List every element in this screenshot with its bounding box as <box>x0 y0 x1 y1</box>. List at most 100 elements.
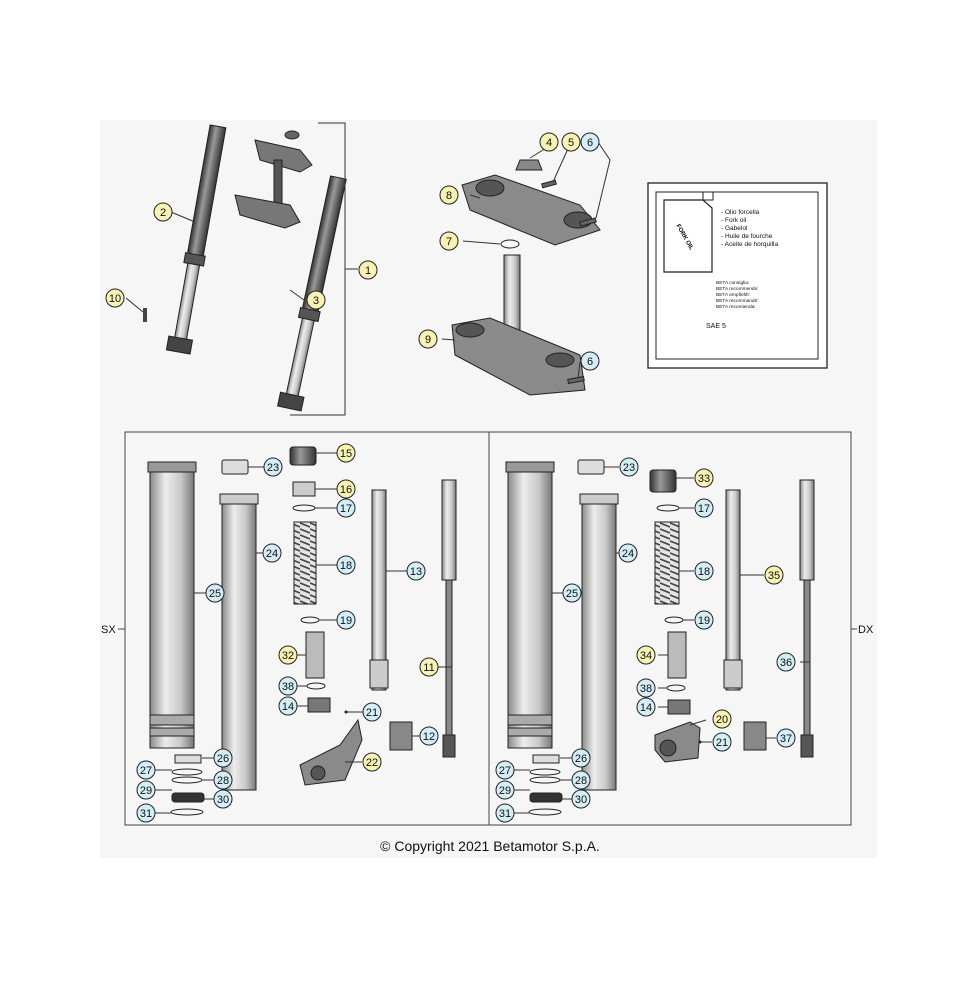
dx-callout-35: 35 <box>764 565 784 585</box>
svg-text:18: 18 <box>340 560 352 572</box>
oil-name-es: - Aceite de horquilla <box>721 241 778 248</box>
svg-text:20: 20 <box>716 714 728 726</box>
svg-text:8: 8 <box>446 190 452 202</box>
sx-callout-30: 30 <box>213 789 233 809</box>
top-callout-1: 1 <box>358 260 378 280</box>
svg-text:14: 14 <box>282 701 294 713</box>
svg-text:19: 19 <box>698 615 710 627</box>
svg-text:32: 32 <box>282 650 294 662</box>
oil-name-de: - Gabelol <box>721 225 748 232</box>
svg-text:24: 24 <box>266 548 278 560</box>
sx-callout-32: 32 <box>278 645 298 665</box>
oil-grade: SAE 5 <box>706 323 726 330</box>
svg-text:7: 7 <box>446 236 452 248</box>
recommend-es: BETA recomienda: <box>716 304 756 310</box>
svg-text:28: 28 <box>575 775 587 787</box>
svg-text:12: 12 <box>423 731 435 743</box>
svg-text:33: 33 <box>698 473 710 485</box>
svg-text:30: 30 <box>575 794 587 806</box>
svg-text:3: 3 <box>313 295 319 307</box>
sx-callout-19: 19 <box>336 610 356 630</box>
sx-callout-22: 22 <box>362 752 382 772</box>
sx-callout-38: 38 <box>278 676 298 696</box>
dx-callout-14: 14 <box>636 697 656 717</box>
svg-text:1: 1 <box>365 265 371 277</box>
svg-text:38: 38 <box>282 681 294 693</box>
sx-callout-12: 12 <box>419 726 439 746</box>
svg-text:27: 27 <box>499 765 511 777</box>
sx-callout-23: 23 <box>263 457 283 477</box>
recommend-en: BETA recommends: <box>716 286 758 292</box>
sx-callout-31: 31 <box>136 803 156 823</box>
top-callout-4: 4 <box>539 132 559 152</box>
sx-callout-13: 13 <box>406 561 426 581</box>
sx-callout-21: 21 <box>362 702 382 722</box>
recommend-de: BETA empfiehlt: <box>716 292 750 298</box>
dx-callout-38: 38 <box>636 678 656 698</box>
svg-text:16: 16 <box>340 484 352 496</box>
dx-callout-18: 18 <box>694 561 714 581</box>
oil-can-icon <box>663 199 713 273</box>
dx-callout-20: 20 <box>712 709 732 729</box>
dx-callout-36: 36 <box>776 652 796 672</box>
svg-text:23: 23 <box>623 462 635 474</box>
right-leg-parts <box>505 459 815 816</box>
oil-name-fr: - Huile de fourche <box>721 233 773 240</box>
top-callout-6: 6 <box>580 351 600 371</box>
svg-text:2: 2 <box>160 207 166 219</box>
dx-callout-37: 37 <box>776 728 796 748</box>
recommend-it: BETA consiglia: <box>716 280 749 286</box>
top-callout-7: 7 <box>439 231 459 251</box>
svg-text:22: 22 <box>366 757 378 769</box>
dx-callout-28: 28 <box>571 770 591 790</box>
svg-text:21: 21 <box>366 707 378 719</box>
svg-text:30: 30 <box>217 794 229 806</box>
sx-callout-15: 15 <box>336 443 356 463</box>
sx-callout-14: 14 <box>278 696 298 716</box>
dx-callout-25: 25 <box>562 583 582 603</box>
svg-text:25: 25 <box>209 588 221 600</box>
sx-callout-28: 28 <box>213 770 233 790</box>
svg-text:28: 28 <box>217 775 229 787</box>
svg-text:19: 19 <box>340 615 352 627</box>
svg-text:4: 4 <box>546 137 552 149</box>
fork-assembly-overview <box>125 122 358 416</box>
svg-text:23: 23 <box>267 462 279 474</box>
dx-callout-26: 26 <box>571 748 591 768</box>
dx-callout-29: 29 <box>495 780 515 800</box>
triple-clamp-parts <box>441 141 611 396</box>
top-callout-2: 2 <box>153 202 173 222</box>
sx-callout-16: 16 <box>336 479 356 499</box>
oil-name-en: - Fork oil <box>721 217 747 224</box>
svg-text:29: 29 <box>140 785 152 797</box>
svg-text:9: 9 <box>425 334 431 346</box>
svg-text:35: 35 <box>768 570 780 582</box>
sx-callout-29: 29 <box>136 780 156 800</box>
side-left-label: SX <box>101 624 116 636</box>
svg-text:27: 27 <box>140 765 152 777</box>
svg-text:18: 18 <box>698 566 710 578</box>
svg-text:37: 37 <box>780 733 792 745</box>
svg-text:15: 15 <box>340 448 352 460</box>
svg-text:21: 21 <box>716 737 728 749</box>
copyright-text: © Copyright 2021 Betamotor S.p.A. <box>380 838 600 854</box>
recommend-fr: BETA recommandé: <box>716 298 759 304</box>
svg-text:26: 26 <box>575 753 587 765</box>
dx-callout-21: 21 <box>712 732 732 752</box>
sx-callout-26: 26 <box>213 748 233 768</box>
svg-text:6: 6 <box>587 137 593 149</box>
top-callout-3: 3 <box>306 290 326 310</box>
svg-text:5: 5 <box>568 137 574 149</box>
svg-text:38: 38 <box>640 683 652 695</box>
top-callout-5: 5 <box>561 132 581 152</box>
sx-callout-11: 11 <box>419 657 439 677</box>
sx-callout-24: 24 <box>262 543 282 563</box>
svg-text:14: 14 <box>640 702 652 714</box>
dx-callout-23: 23 <box>619 457 639 477</box>
left-leg-parts <box>147 446 457 816</box>
oil-box: FORK OIL - Olio forcella - Fork oil - Ga… <box>647 182 828 369</box>
dx-callout-34: 34 <box>636 645 656 665</box>
dx-callout-17: 17 <box>694 498 714 518</box>
svg-text:31: 31 <box>140 808 152 820</box>
